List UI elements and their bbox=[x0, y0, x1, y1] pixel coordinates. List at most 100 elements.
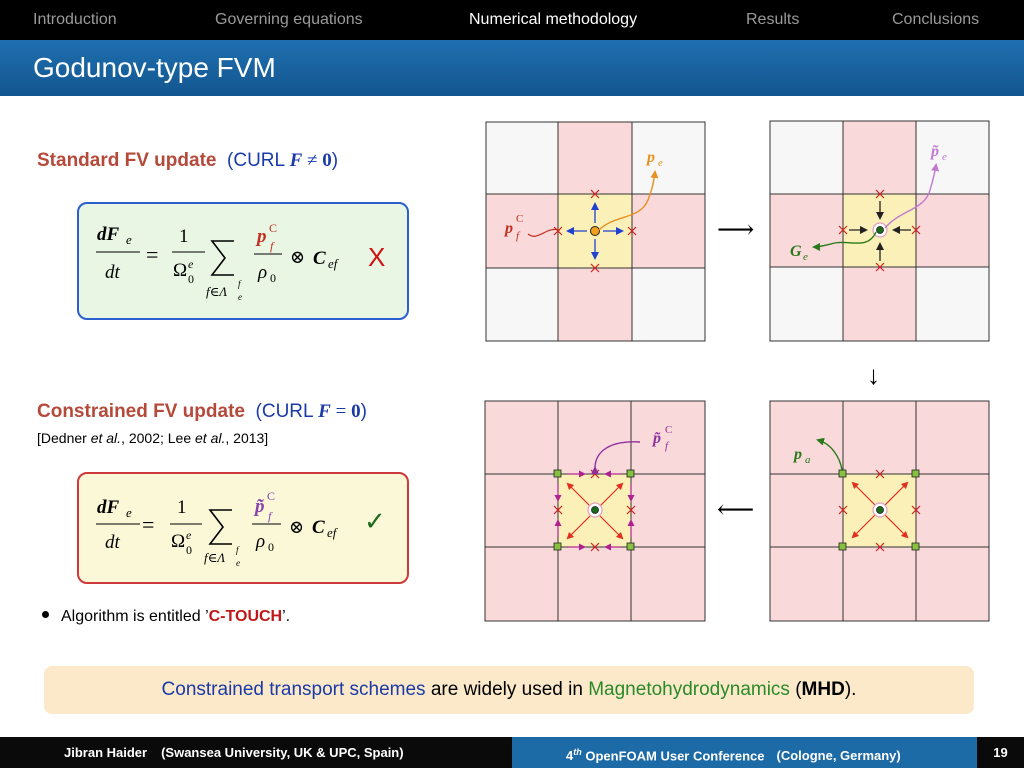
svg-text:0: 0 bbox=[186, 543, 192, 557]
svg-text:e: e bbox=[803, 251, 808, 263]
svg-text:f: f bbox=[238, 279, 242, 289]
svg-text:e: e bbox=[126, 232, 132, 247]
svg-text:f: f bbox=[665, 440, 670, 452]
svg-text:e: e bbox=[236, 558, 240, 568]
citation: [Dedner et al., 2002; Lee et al., 2013] bbox=[37, 430, 269, 446]
svg-text:C: C bbox=[516, 213, 523, 225]
svg-text:dt: dt bbox=[105, 532, 121, 553]
svg-text:e: e bbox=[238, 292, 242, 302]
svg-text:e: e bbox=[942, 151, 947, 163]
arrow-left-icon: ⟵ bbox=[717, 495, 754, 524]
svg-text:C: C bbox=[665, 424, 672, 436]
label-pfc: p bbox=[503, 220, 513, 237]
node-point bbox=[876, 506, 884, 514]
svg-text:ef: ef bbox=[327, 525, 339, 540]
label-pa: p bbox=[792, 446, 802, 463]
note-box: Constrained transport schemes are widely… bbox=[44, 666, 974, 714]
eq2-term-num: p̃ bbox=[253, 496, 265, 517]
svg-text:ρ: ρ bbox=[255, 531, 265, 552]
label-pf-tilde: p̃ bbox=[651, 430, 661, 447]
standard-curl-op: ≠ bbox=[302, 150, 323, 171]
eq1-lhs-den: dt bbox=[105, 262, 121, 283]
eq1-lhs-num: dF bbox=[97, 224, 120, 245]
algorithm-bullet: Algorithm is entitled ’C-TOUCH’. bbox=[42, 608, 290, 626]
eq2-sum-sign bbox=[208, 509, 232, 545]
standard-curl-open: (CURL bbox=[227, 150, 290, 171]
svg-text:0: 0 bbox=[268, 540, 274, 554]
svg-text:f∈Λ: f∈Λ bbox=[204, 550, 225, 565]
svg-text:0: 0 bbox=[270, 271, 276, 285]
node-point bbox=[590, 226, 600, 236]
svg-text:C: C bbox=[312, 517, 325, 538]
standard-fv-heading-text: Standard FV update bbox=[37, 150, 217, 171]
slide-title: Godunov-type FVM bbox=[33, 52, 276, 83]
standard-curl-close: ) bbox=[331, 150, 339, 171]
footer-conf-loc: (Cologne, Germany) bbox=[776, 748, 901, 764]
page-number: 19 bbox=[977, 737, 1024, 768]
footer-conf-num: 4 bbox=[566, 748, 574, 764]
arrow-right-icon: ⟶ bbox=[717, 215, 754, 244]
constrained-equation: dF e dt = 1 Ω 0 e f∈Λ e f p̃ f C ρ 0 ⊗ C… bbox=[96, 489, 386, 568]
section-navigation: Introduction Governing equations Numeric… bbox=[0, 0, 1024, 40]
footer-author-block: Jibran Haider (Swansea University, UK & U… bbox=[0, 737, 512, 768]
svg-text:e: e bbox=[186, 528, 192, 542]
constrained-curl-op: = bbox=[330, 401, 352, 422]
stencil-diagram-4: p a bbox=[769, 400, 990, 622]
svg-text:=: = bbox=[142, 512, 154, 537]
constrained-curl-close: ) bbox=[360, 401, 367, 422]
title-bar: Godunov-type FVM bbox=[0, 40, 1024, 96]
constrained-fv-heading: Constrained FV update (CURL F = 0) bbox=[37, 401, 367, 423]
stencil-diagram-1: p e p f C bbox=[485, 121, 706, 342]
constrained-curl-open: (CURL bbox=[255, 401, 319, 422]
svg-text:f: f bbox=[236, 545, 240, 555]
svg-text:=: = bbox=[146, 242, 158, 267]
nav-item-results[interactable]: Results bbox=[746, 11, 800, 28]
svg-text:ef: ef bbox=[328, 256, 340, 271]
nav-item-numerical-methodology[interactable]: Numerical methodology bbox=[469, 11, 638, 28]
label-ge: G bbox=[790, 243, 802, 260]
algorithm-name: C-TOUCH bbox=[208, 608, 283, 625]
constrained-curl-var: F bbox=[318, 401, 331, 422]
svg-text:C: C bbox=[313, 248, 326, 269]
standard-fv-heading: Standard FV update (CURL F ≠ 0) bbox=[37, 150, 338, 172]
svg-text:f: f bbox=[270, 239, 275, 253]
eq1-sum-sign bbox=[210, 240, 234, 276]
stencil-diagram-3: p̃ f C bbox=[484, 400, 706, 622]
standard-curl-var: F bbox=[289, 150, 303, 171]
nav-item-introduction[interactable]: Introduction bbox=[33, 11, 117, 28]
svg-text:e: e bbox=[188, 257, 194, 271]
constrained-equation-box bbox=[77, 472, 409, 584]
standard-curl-val: 0 bbox=[322, 150, 332, 171]
footer-affiliation: (Swansea University, UK & UPC, Spain) bbox=[161, 745, 404, 760]
standard-cross-mark: X bbox=[368, 242, 385, 272]
bullet-dot bbox=[42, 611, 49, 619]
footer-author: Jibran Haider bbox=[64, 745, 148, 760]
node-point bbox=[876, 226, 884, 234]
svg-text:0: 0 bbox=[188, 272, 194, 286]
node-point bbox=[591, 506, 599, 514]
arrow-down-icon: ↓ bbox=[867, 361, 880, 390]
label-pe-tilde: p̃ bbox=[929, 143, 939, 160]
svg-text:1: 1 bbox=[177, 497, 187, 518]
eq1-term-num: p bbox=[255, 226, 267, 247]
svg-text:f: f bbox=[268, 509, 273, 523]
svg-text:C: C bbox=[269, 221, 277, 235]
svg-text:e: e bbox=[126, 505, 132, 520]
standard-equation: dF e dt = 1 Ω 0 e f∈Λ e f p f C ρ 0 ⊗ C … bbox=[96, 221, 385, 302]
svg-text:Ω: Ω bbox=[173, 260, 187, 281]
svg-text:1: 1 bbox=[179, 226, 189, 247]
label-pe: p bbox=[645, 149, 655, 166]
constrained-curl-val: 0 bbox=[351, 401, 361, 422]
svg-text:C: C bbox=[267, 489, 275, 503]
svg-text:f∈Λ: f∈Λ bbox=[206, 284, 227, 299]
svg-text:e: e bbox=[658, 157, 663, 169]
svg-text:Ω: Ω bbox=[171, 531, 185, 552]
footer-conference-block: 4th OpenFOAM User Conference(Cologne, Ge… bbox=[512, 737, 977, 768]
footer-conf-name: OpenFOAM User Conference bbox=[581, 748, 765, 764]
nav-item-conclusions[interactable]: Conclusions bbox=[892, 11, 980, 28]
nav-item-governing-equations[interactable]: Governing equations bbox=[215, 11, 363, 28]
svg-text:f: f bbox=[516, 230, 521, 242]
eq2-lhs-num: dF bbox=[97, 497, 120, 518]
footer: Jibran Haider (Swansea University, UK & U… bbox=[0, 737, 1024, 768]
